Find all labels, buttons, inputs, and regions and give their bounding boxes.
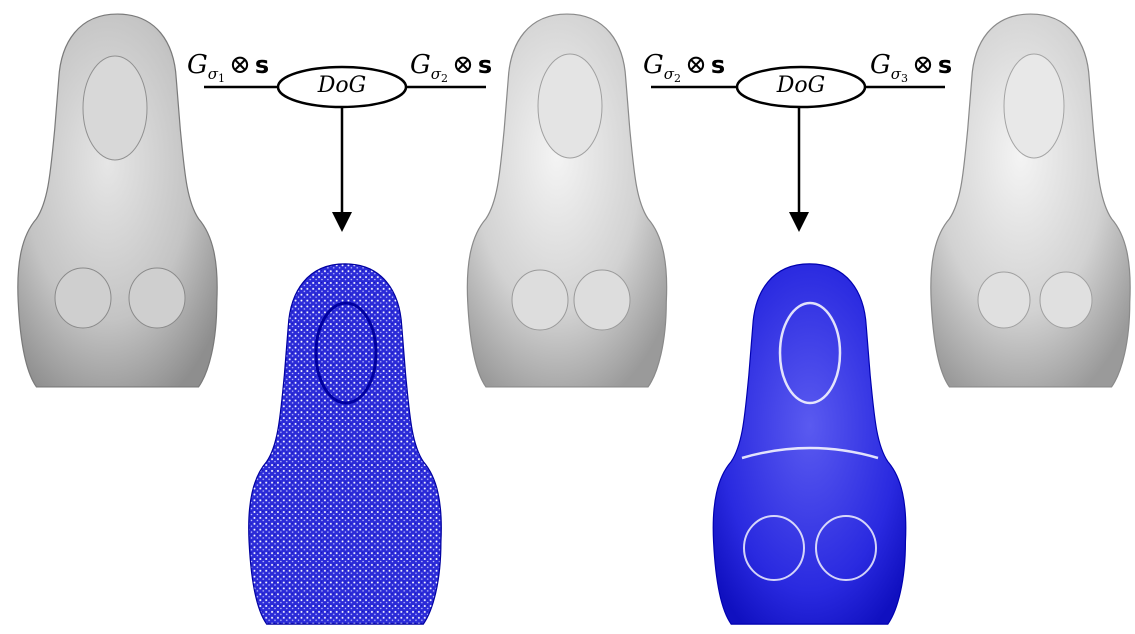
equation-sigma3-right: Gσ3⊗s [870,52,952,84]
dog-result-2 [713,264,906,624]
bust-sigma3 [931,14,1130,387]
equation-sigma2-left: Gσ2⊗s [643,52,725,84]
bust-sigma2 [467,14,666,387]
dog-result-1 [249,264,442,624]
dog-label-2: DoG [737,75,865,97]
equation-sigma2-right: Gσ2⊗s [410,52,492,84]
dog-label-1: DoG [278,75,406,97]
equation-sigma1-left: Gσ1⊗s [187,52,269,84]
